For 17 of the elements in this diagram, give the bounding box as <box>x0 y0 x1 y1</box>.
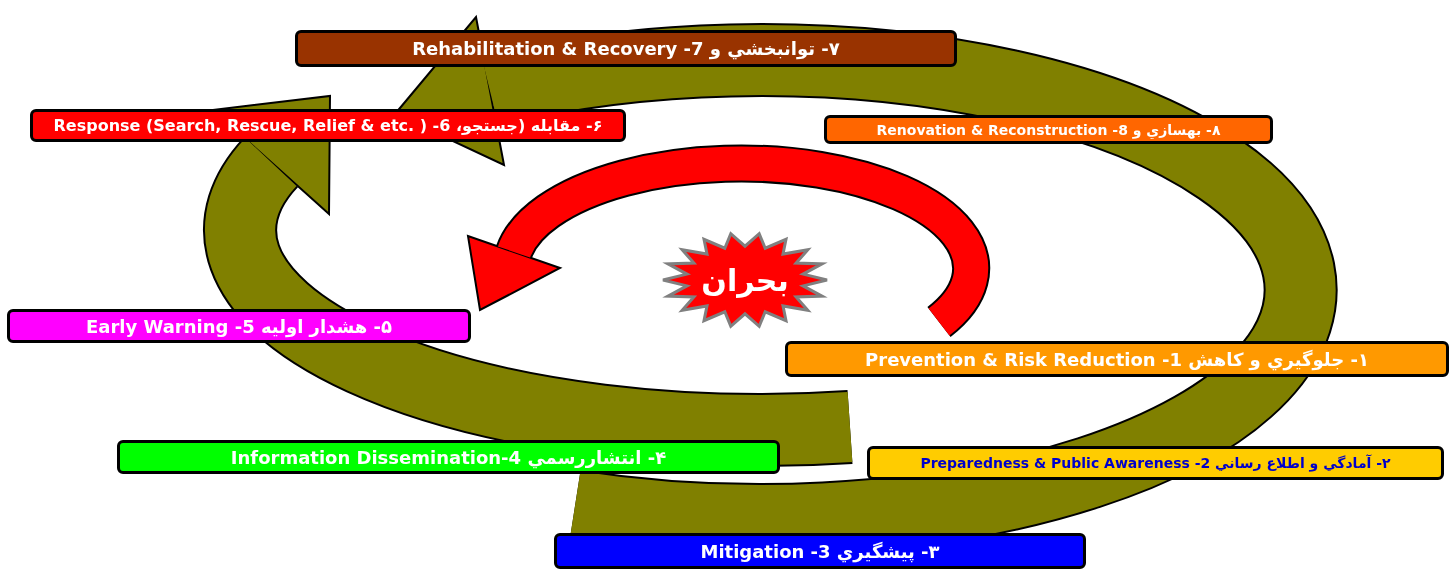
stage-label: ۷- توانبخشي و 7- Rehabilitation & Recovery <box>412 38 840 59</box>
stage-label: ۲- آمادگي و اطلاع رساني 2- Preparedness & Public Awareness <box>920 455 1391 471</box>
stage-label: ۵- هشدار اوليه 5- Early Warning <box>85 315 393 337</box>
stage-label: ۶- مقابله (جستجو، 6- Response (Search, Rescue, Relief & etc. ) <box>53 116 603 135</box>
stage-label: ۴- انتشاررسمي 4-Information Dissemination <box>230 446 667 468</box>
center-label: بحران <box>701 262 789 298</box>
stage-label: ۳- پيشگيري 3- Mitigation <box>700 540 940 562</box>
stage-box <box>554 533 1086 569</box>
stage-box <box>30 109 626 142</box>
stage-box <box>785 341 1449 377</box>
stage-box <box>117 440 780 474</box>
stage-box <box>295 30 957 67</box>
stage-box <box>7 309 471 343</box>
stage-box <box>867 446 1444 480</box>
stage-label: ۱- جلوگيري و کاهش 1- Prevention & Risk Reduction <box>865 348 1369 370</box>
stage-label: ۸- بهسازي و 8- Renovation & Reconstruction <box>876 121 1221 138</box>
stage-box <box>824 115 1273 144</box>
